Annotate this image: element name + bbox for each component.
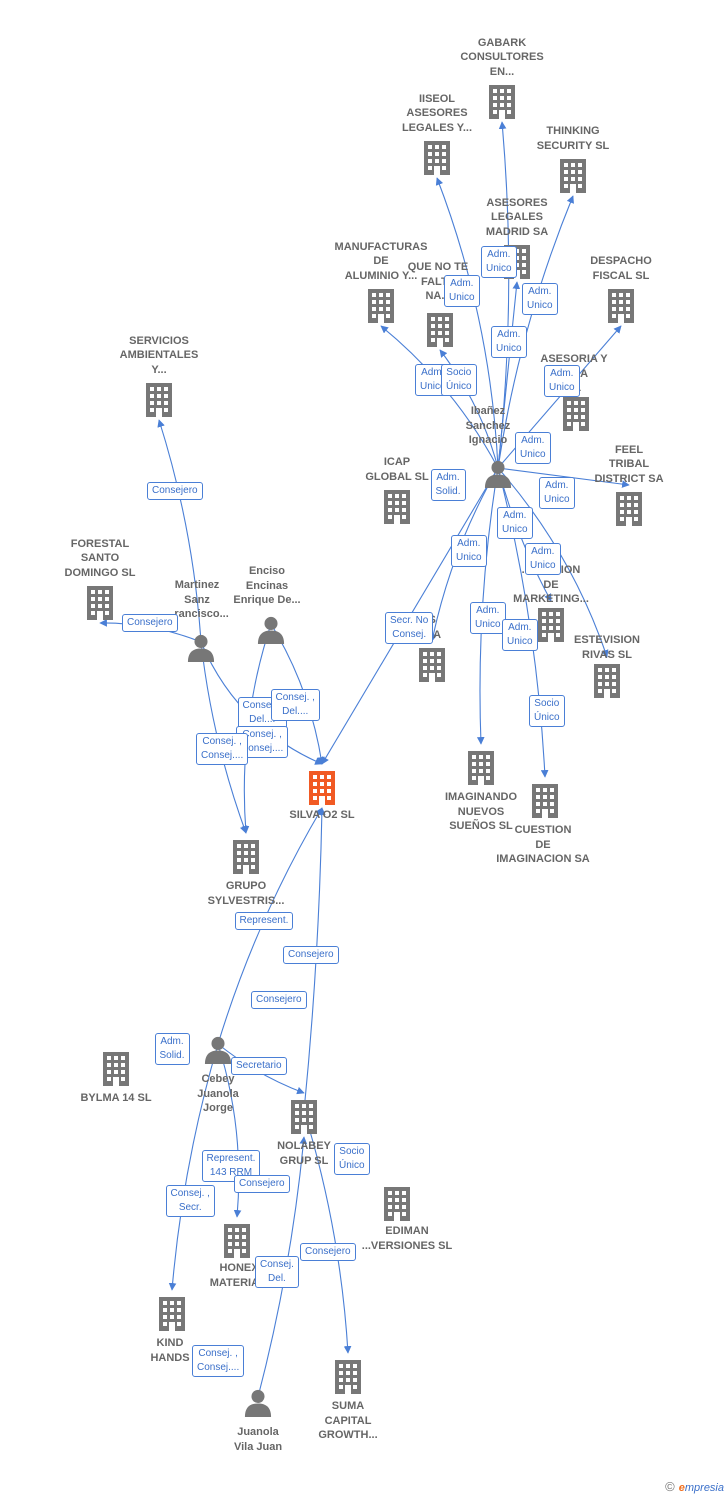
- edge-label: Secr. No Consej.: [385, 612, 434, 644]
- node-label-iiseol[interactable]: IISEOL ASESORES LEGALES Y...: [401, 92, 473, 134]
- node-label-kind[interactable]: KIND HANDS: [150, 1337, 190, 1364]
- edge-label: Consejero: [147, 482, 203, 500]
- edge-label: Adm. Unico: [497, 507, 533, 539]
- edge-label: Adm. Unico: [451, 535, 487, 567]
- edge-label: Adm. Unico: [470, 602, 506, 634]
- edge-label: Consejero: [283, 946, 339, 964]
- edge-label: Adm. Solid.: [154, 1033, 190, 1065]
- edge-label: Socio Único: [334, 1143, 370, 1175]
- building-icon-kind[interactable]: [159, 1297, 185, 1331]
- node-label-silva[interactable]: SILVA O2 SL: [289, 809, 355, 821]
- edge-label: Socio Único: [529, 695, 565, 727]
- edge-label: Adm. Unico: [515, 432, 551, 464]
- node-label-feel[interactable]: FEEL TRIBAL DISTRICT SA: [594, 443, 664, 485]
- node-label-grupo[interactable]: GRUPO SYLVESTRIS...: [207, 880, 285, 907]
- node-label-thinking[interactable]: THINKING SECURITY SL: [536, 125, 610, 152]
- node-label-martinez[interactable]: Martinez Sanz ...rancisco...: [165, 579, 229, 620]
- node-label-cebey[interactable]: Cebey Juanola Jorge: [197, 1073, 239, 1114]
- edge-label: Consej. Del.: [255, 1256, 299, 1288]
- node-label-enciso[interactable]: Enciso Encinas Enrique De...: [233, 565, 301, 606]
- person-icon-juanola[interactable]: [244, 1389, 272, 1417]
- building-icon-asesoria[interactable]: [563, 397, 589, 431]
- edge-label: Adm. Unico: [444, 275, 480, 307]
- node-label-ibanez[interactable]: Ibañez Sanchez Ignacio: [465, 405, 511, 446]
- edge-label: Adm. Unico: [502, 619, 538, 651]
- edge-label: Consejero: [122, 614, 178, 632]
- building-icon-forestal[interactable]: [87, 586, 113, 620]
- edge-label: Adm. Solid.: [430, 469, 466, 501]
- person-icon-ibanez[interactable]: [484, 460, 512, 488]
- edge-ibanez-thinking: [497, 195, 574, 469]
- edge-label: Adm. Unico: [491, 326, 527, 358]
- edge-ibanez-que_no_te: [439, 349, 499, 469]
- node-label-despacho[interactable]: DESPACHO FISCAL SL: [590, 255, 652, 282]
- node-label-icap[interactable]: ICAP GLOBAL SL: [365, 456, 429, 483]
- building-icon-nolabey[interactable]: [291, 1100, 317, 1134]
- building-icon-thinking[interactable]: [560, 159, 586, 193]
- building-icon-ediman[interactable]: [384, 1187, 410, 1221]
- edge-label: Adm. Unico: [522, 283, 558, 315]
- node-label-suma[interactable]: SUMA CAPITAL GROWTH...: [318, 1400, 378, 1441]
- copyright-icon: ©: [665, 1479, 675, 1494]
- edge-label: Consej. , Del....: [270, 689, 320, 721]
- building-icon-imaginando[interactable]: [468, 751, 494, 785]
- building-icon-feel[interactable]: [616, 492, 642, 526]
- edge-ibanez-feel: [497, 467, 630, 488]
- edge-label: Adm. Unico: [525, 543, 561, 575]
- edge-cebey-kind: [168, 1043, 219, 1291]
- edge-ibanez-asesores_madrid: [497, 281, 521, 469]
- node-label-bylma[interactable]: BYLMA 14 SL: [80, 1092, 152, 1104]
- node-label-juanola[interactable]: Juanola Vila Juan: [233, 1426, 283, 1453]
- node-label-servicios[interactable]: SERVICIOS AMBIENTALES Y...: [119, 334, 199, 376]
- node-label-cuestion[interactable]: CUESTION DE IMAGINACION SA: [496, 824, 590, 865]
- building-icon-grupo[interactable]: [233, 840, 259, 874]
- brand-logo: empresia: [678, 1482, 724, 1494]
- edge-label: Consej. , Consej....: [196, 733, 249, 765]
- node-label-forestal[interactable]: FORESTAL SANTO DOMINGO SL: [64, 537, 136, 579]
- building-icon-xres[interactable]: [419, 648, 445, 682]
- edge-ibanez-estevision: [497, 467, 609, 658]
- building-icon-suma[interactable]: [335, 1360, 361, 1394]
- edge-label: Represent.: [234, 912, 294, 930]
- edge-nolabey-suma: [303, 1110, 352, 1354]
- node-label-gabark[interactable]: GABARK CONSULTORES EN...: [460, 36, 544, 78]
- node-label-ediman[interactable]: EDIMAN ...VERSIONES SL: [361, 1225, 453, 1252]
- footer-brand: ©empresia: [665, 1479, 724, 1494]
- edge-martinez-servicios: [157, 419, 202, 643]
- edge-label: Consej. , Consej....: [192, 1345, 245, 1377]
- edge-label: Consejero: [300, 1243, 356, 1261]
- edge-cebey-honex: [217, 1043, 242, 1218]
- edge-label: Consej. , Secr.: [165, 1185, 215, 1217]
- edge-label: Consejero: [234, 1175, 290, 1193]
- building-icon-honex[interactable]: [224, 1224, 250, 1258]
- node-label-estevision[interactable]: ESTEVISION RIVAS SL: [573, 634, 641, 661]
- edge-ibanez-despacho: [497, 325, 622, 469]
- building-icon-silva[interactable]: [309, 771, 335, 805]
- building-icon-servicios[interactable]: [146, 383, 172, 417]
- node-label-honex[interactable]: HONEX MATERIA...: [209, 1262, 269, 1289]
- building-icon-estevision[interactable]: [594, 664, 620, 698]
- edge-label: Adm. Unico: [481, 246, 517, 278]
- building-icon-despacho[interactable]: [608, 289, 634, 323]
- nodes-layer: [87, 85, 642, 1417]
- building-icon-bylma[interactable]: [103, 1052, 129, 1086]
- building-icon-que_no_te[interactable]: [427, 313, 453, 347]
- edge-label: Adm. Unico: [539, 477, 575, 509]
- building-icon-icap[interactable]: [384, 490, 410, 524]
- node-label-nolabey[interactable]: NOLABEY GRUP SL: [277, 1140, 331, 1167]
- node-label-asesores_madrid[interactable]: ASESORES LEGALES MADRID SA: [485, 196, 549, 238]
- node-label-imaginando[interactable]: IMAGINANDO NUEVOS SUEÑOS SL: [444, 791, 518, 832]
- edge-label: Secretario: [231, 1057, 287, 1075]
- building-icon-iiseol[interactable]: [424, 141, 450, 175]
- edge-label: Socio Único: [441, 364, 477, 396]
- node-label-que_no_te[interactable]: QUE NO TE FALTE NA...: [407, 261, 469, 302]
- edge-label: Adm. Unico: [544, 365, 580, 397]
- edge-ibanez-iiseol: [435, 177, 499, 469]
- edge-label: Consejero: [251, 991, 307, 1009]
- node-label-manufacturas[interactable]: MANUFACTURAS DE ALUMINIO Y...: [334, 240, 428, 282]
